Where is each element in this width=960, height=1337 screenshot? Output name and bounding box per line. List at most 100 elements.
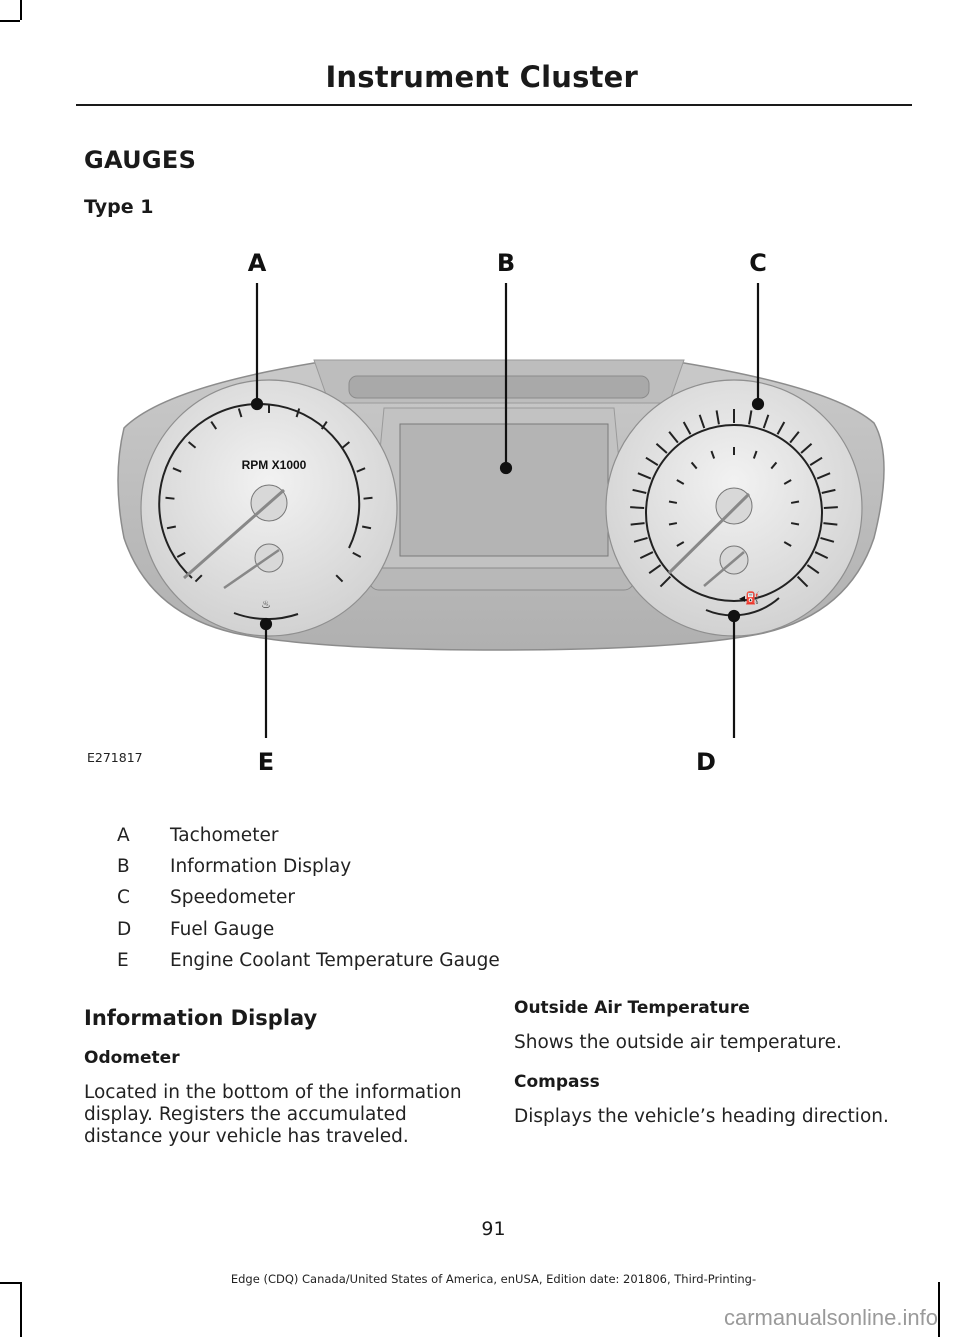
legend-key: E xyxy=(117,949,129,971)
dial-tick xyxy=(748,410,753,425)
dial-tick xyxy=(790,500,800,504)
legend-key: A xyxy=(117,825,130,847)
right-column: Outside Air Temperature Shows the outsid… xyxy=(514,998,904,1146)
fuel-arc xyxy=(705,597,780,617)
dial-tick xyxy=(800,442,813,454)
dial-tick xyxy=(363,496,373,500)
crop-mark xyxy=(20,0,22,20)
dial-tick xyxy=(806,564,820,574)
tach-label: RPM X1000 xyxy=(242,458,307,472)
figure-id: E271817 xyxy=(87,750,143,765)
legend-label: Speedometer xyxy=(170,887,295,909)
header-rule xyxy=(76,104,912,106)
legend-label: Engine Coolant Temperature Gauge xyxy=(170,949,500,971)
fuel-needle xyxy=(703,551,745,587)
section-title: GAUGES xyxy=(84,146,197,174)
page-header-title: Instrument Cluster xyxy=(325,60,638,94)
crop-mark xyxy=(20,1282,22,1337)
dial-tick xyxy=(668,522,678,526)
dial-tick xyxy=(668,431,679,444)
speedometer-ticks xyxy=(630,409,838,588)
speed-needle xyxy=(667,492,751,575)
dial-tick xyxy=(820,536,835,543)
dial-tick xyxy=(172,467,182,473)
dial-tick xyxy=(630,506,645,509)
dial-tick xyxy=(698,414,706,429)
dial-tick xyxy=(809,456,823,466)
dial-tick xyxy=(752,450,758,459)
legend-row: D Fuel Gauge xyxy=(117,914,500,945)
callout-lines xyxy=(250,283,765,738)
coolant-needle xyxy=(223,548,280,590)
speed-hub xyxy=(715,487,753,525)
dial-tick xyxy=(295,408,301,418)
fuel-icon: ◂⛽ xyxy=(739,591,760,605)
dial-tick xyxy=(187,441,197,449)
dial-tick xyxy=(676,479,685,485)
dial-tick xyxy=(361,525,372,530)
dial-tick xyxy=(789,431,800,444)
callout-d: D xyxy=(696,748,716,776)
dial-tick xyxy=(335,574,344,583)
instrument-cluster-figure: RPM X1000 ♨ ◂⛽ A B C D E xyxy=(117,249,885,776)
odometer-heading: Odometer xyxy=(84,1048,180,1068)
outside-air-temperature-heading: Outside Air Temperature xyxy=(514,998,750,1018)
crop-mark xyxy=(938,1282,940,1337)
crop-mark xyxy=(0,20,20,22)
dial-tick xyxy=(630,522,645,526)
crop-mark xyxy=(0,1282,20,1284)
dial-tick xyxy=(790,522,800,526)
dial-tick xyxy=(676,541,685,547)
lower-slot xyxy=(368,567,635,591)
dial-tick xyxy=(165,496,175,500)
dial-tick xyxy=(210,420,218,430)
odometer-text: Located in the bottom of the information… xyxy=(84,1082,462,1147)
legend-key: B xyxy=(117,856,130,878)
dial-tick xyxy=(633,536,648,543)
dial-tick xyxy=(194,574,203,583)
footer-text: Edge (CDQ) Canada/United States of Ameri… xyxy=(230,1272,757,1286)
legend-row: A Tachometer xyxy=(117,820,500,851)
legend-label: Tachometer xyxy=(170,825,279,847)
legend-label: Information Display xyxy=(170,856,352,878)
figure-legend: A Tachometer B Information Display C Spe… xyxy=(117,820,500,976)
dial-tick xyxy=(648,564,662,574)
tach-needle xyxy=(183,488,285,580)
dial-tick xyxy=(237,408,243,418)
callout-b: B xyxy=(497,249,515,277)
dial-tick xyxy=(166,525,177,530)
page-number: 91 xyxy=(481,1218,506,1240)
dial-tick xyxy=(690,461,698,470)
dial-tick xyxy=(356,467,366,473)
section-subtitle: Type 1 xyxy=(84,196,154,218)
dial-tick xyxy=(823,506,838,509)
tachometer-arc xyxy=(158,402,361,579)
dial-tick xyxy=(655,442,668,454)
dial-tick xyxy=(715,410,720,425)
speedometer-inner xyxy=(645,424,823,602)
dial-tick xyxy=(341,441,351,449)
dial-tick xyxy=(783,479,792,485)
dial-tick xyxy=(710,450,716,459)
tachometer-ticks xyxy=(165,404,373,583)
information-display-heading: Information Display xyxy=(84,1006,318,1030)
watermark: carmanualsonline.info xyxy=(723,1305,938,1330)
dial-tick xyxy=(637,472,652,480)
coolant-icon: ♨ xyxy=(261,598,271,611)
dial-tick xyxy=(762,414,770,429)
dial-tick xyxy=(176,551,186,558)
compass-text: Displays the vehicle’s heading direction… xyxy=(514,1106,889,1127)
dial-tick xyxy=(783,541,792,547)
dial-tick xyxy=(816,472,831,480)
legend-key: C xyxy=(117,887,130,909)
legend-row: B Information Display xyxy=(117,851,500,882)
legend-key: D xyxy=(117,918,132,940)
dial-tick xyxy=(668,500,678,504)
dial-tick xyxy=(659,575,672,588)
dial-tick xyxy=(814,551,829,560)
dial-tick xyxy=(770,461,778,470)
dial-tick xyxy=(823,522,838,526)
dial-tick xyxy=(320,420,328,430)
compass-heading: Compass xyxy=(514,1072,600,1092)
legend-label: Fuel Gauge xyxy=(170,918,275,940)
